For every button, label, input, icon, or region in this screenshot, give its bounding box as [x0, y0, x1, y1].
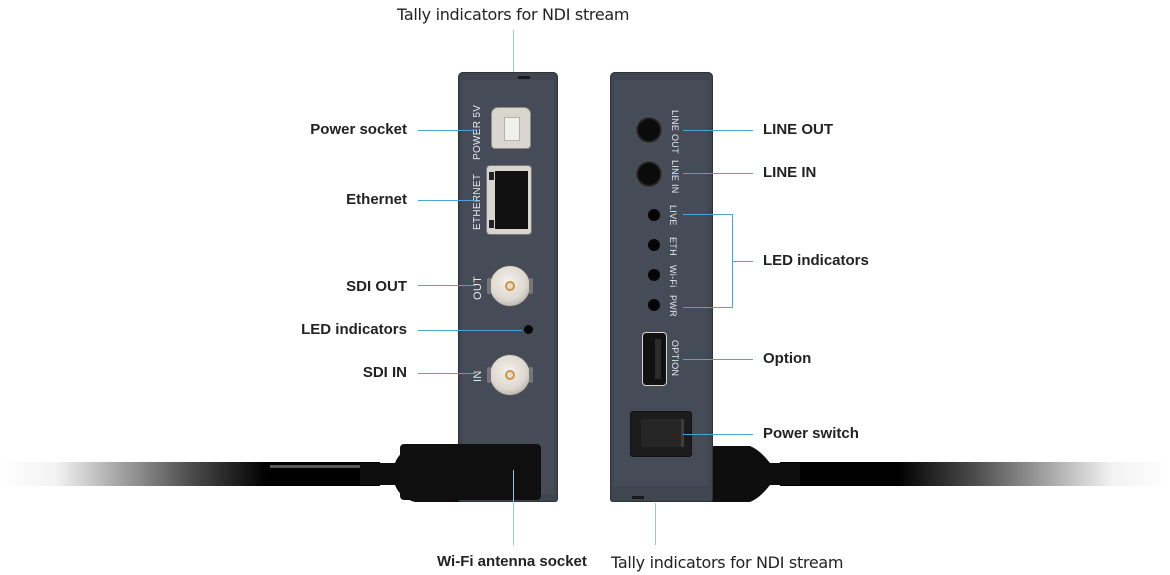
- line-in-jack: [638, 163, 660, 185]
- usb-a-tongue: [655, 339, 661, 379]
- wifi-led: [648, 269, 660, 281]
- leader-led-bracket-out: [732, 261, 753, 262]
- ethernet-port: [487, 166, 531, 234]
- leader-led-indicators-left: [418, 330, 522, 331]
- top-tally-leader: [513, 30, 514, 72]
- tally-led-strip: [518, 76, 530, 79]
- usb-b-insert: [504, 117, 520, 141]
- leader-antenna-socket: [513, 470, 514, 545]
- bottom-tally-label: Tally indicators for NDI stream: [611, 553, 844, 572]
- top-tally-label: Tally indicators for NDI stream: [397, 5, 630, 24]
- power-socket-port: [492, 108, 530, 148]
- option-silkscreen: OPTION: [670, 340, 680, 377]
- callout-line-in: LINE IN: [763, 164, 817, 181]
- rj45-opening: [495, 171, 528, 229]
- sdi-out-connector: [487, 266, 533, 306]
- callout-power-socket: Power socket: [310, 121, 407, 138]
- leader-option: [683, 359, 753, 360]
- leader-power-switch: [683, 434, 753, 435]
- eth-silkscreen: ETH: [668, 237, 678, 256]
- line-out-jack: [638, 119, 660, 141]
- wifi-antenna-socket: [400, 444, 541, 500]
- line-out-silkscreen: LINE OUT: [670, 110, 680, 154]
- power-silkscreen: POWER 5V: [472, 104, 483, 160]
- callout-sdi-out: SDI OUT: [346, 278, 407, 295]
- leader-ethernet: [418, 200, 476, 201]
- leader-line-in: [683, 173, 753, 174]
- right-antenna-cable: [700, 446, 1170, 502]
- leader-led-bracket-top: [683, 214, 732, 215]
- callout-sdi-in: SDI IN: [362, 364, 407, 381]
- sdi-out-silkscreen: OUT: [472, 275, 484, 300]
- callout-power-switch: Power switch: [763, 425, 859, 442]
- option-usb-port: [643, 333, 666, 385]
- wifi-silkscreen: Wi-Fi: [668, 265, 678, 288]
- callout-ethernet: Ethernet: [346, 191, 407, 208]
- callout-led-indicators-right: LED indicators: [763, 252, 869, 269]
- callout-option: Option: [763, 350, 812, 367]
- line-in-silkscreen: LINE IN: [670, 160, 680, 194]
- sdi-out-pin: [505, 281, 515, 291]
- live-led: [648, 209, 660, 221]
- left-status-led: [524, 325, 533, 334]
- leader-led-bracket-bottom: [683, 307, 732, 308]
- callout-wifi-antenna-socket: Wi-Fi antenna socket: [437, 553, 587, 570]
- leader-sdi-in: [418, 373, 476, 374]
- ethernet-silkscreen: ETHERNET: [472, 173, 483, 230]
- ethernet-led-top: [489, 172, 494, 180]
- rocker-face: [641, 419, 684, 447]
- leader-bottom-tally: [655, 503, 656, 545]
- pwr-silkscreen: PWR: [668, 295, 678, 317]
- tally-led-strip-rear: [632, 496, 644, 499]
- leader-line-out: [683, 130, 753, 131]
- callout-line-out: LINE OUT: [763, 121, 833, 138]
- sdi-in-pin: [505, 370, 515, 380]
- sdi-in-connector: [487, 355, 533, 395]
- callout-led-indicators-left: LED indicators: [301, 321, 407, 338]
- leader-power-socket: [418, 130, 476, 131]
- pwr-led: [648, 299, 660, 311]
- power-switch-rocker: [631, 412, 691, 456]
- live-silkscreen: LIVE: [668, 205, 678, 226]
- ethernet-led-bottom: [489, 220, 494, 228]
- leader-sdi-out: [418, 285, 476, 286]
- eth-led: [648, 239, 660, 251]
